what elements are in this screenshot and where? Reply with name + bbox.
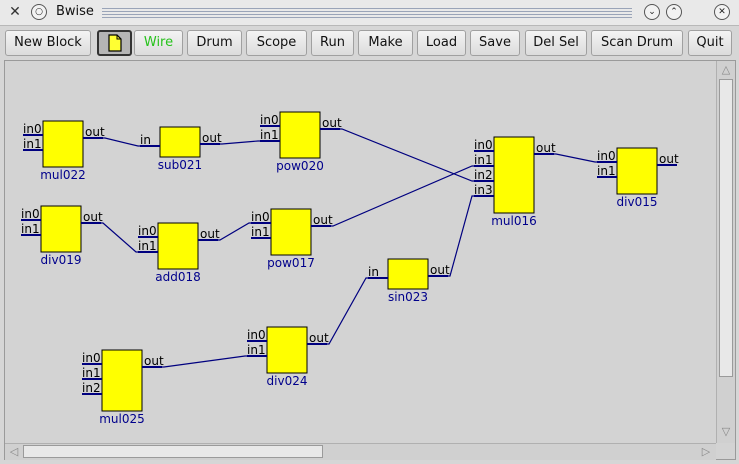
new-file-button[interactable]	[97, 30, 132, 56]
input-pin-label: in1	[23, 137, 42, 151]
save-button[interactable]: Save	[470, 30, 520, 56]
vertical-scroll-thumb[interactable]	[719, 79, 733, 377]
horizontal-scroll-thumb[interactable]	[23, 445, 323, 458]
output-pin-label: out	[430, 263, 450, 277]
input-pin-label: in1	[21, 222, 40, 236]
input-pin-label: in0	[23, 122, 42, 136]
input-pin-label: in0	[21, 207, 40, 221]
toolbar: New Block Wire Drum Scope Run Make Load …	[0, 26, 739, 60]
maximize-icon[interactable]: ⌃	[666, 4, 682, 20]
output-pin-label: out	[202, 131, 222, 145]
block-name: div019	[41, 253, 82, 267]
block-body[interactable]	[159, 126, 201, 158]
block-name: div024	[267, 374, 308, 388]
output-pin-label: out	[659, 152, 679, 166]
block-name: mul025	[99, 412, 145, 426]
output-pin-label: out	[322, 116, 342, 130]
input-pin-label: in1	[597, 164, 616, 178]
input-pin-label: in0	[82, 351, 101, 365]
block-body[interactable]	[493, 136, 535, 214]
output-pin-label: out	[309, 331, 329, 345]
wire-button[interactable]: Wire	[134, 30, 183, 56]
vertical-scrollbar[interactable]: △ ▽	[716, 61, 735, 443]
window-menu-icon[interactable]: ○	[31, 4, 47, 20]
block-body[interactable]	[101, 349, 143, 412]
output-pin-label: out	[83, 210, 103, 224]
scroll-left-icon[interactable]: ◁	[9, 445, 19, 458]
output-pin-label: out	[313, 213, 333, 227]
block-body[interactable]	[387, 258, 429, 290]
wire-pow020-mul016[interactable]	[320, 128, 494, 182]
window-titlebar: ✕ ○ Bwise ⌄ ⌃ ✕	[0, 0, 739, 26]
input-pin-label: in1	[247, 343, 266, 357]
block-name: div015	[617, 195, 658, 209]
close-icon[interactable]: ✕	[714, 4, 730, 20]
scroll-right-icon[interactable]: ▷	[701, 445, 711, 458]
app-menu-icon[interactable]: ✕	[9, 4, 21, 20]
input-pin-label: in0	[251, 210, 270, 224]
scan-drum-button[interactable]: Scan Drum	[591, 30, 683, 56]
quit-button[interactable]: Quit	[688, 30, 732, 56]
input-pin-label: in0	[260, 113, 279, 127]
input-pin-label: in1	[260, 128, 279, 142]
block-name: pow017	[267, 256, 315, 270]
new-file-icon	[107, 34, 122, 52]
block-name: sub021	[158, 158, 202, 172]
window-title: Bwise	[56, 4, 94, 19]
input-pin-label: in1	[82, 366, 101, 380]
input-pin-label: in1	[251, 225, 270, 239]
block-name: mul016	[491, 214, 537, 228]
input-pin-label: in2	[474, 168, 493, 182]
scroll-up-icon[interactable]: △	[721, 63, 731, 76]
horizontal-scrollbar[interactable]: ◁ ▷	[5, 443, 716, 460]
input-pin-label: in1	[138, 239, 157, 253]
input-pin-label: in0	[247, 328, 266, 342]
titlebar-stripes	[102, 8, 632, 18]
input-pin-label: in2	[82, 381, 101, 395]
del-sel-button[interactable]: Del Sel	[525, 30, 587, 56]
input-pin-label: in0	[138, 224, 157, 238]
block-name: add018	[155, 270, 201, 284]
drum-button[interactable]: Drum	[187, 30, 242, 56]
output-pin-label: out	[85, 125, 105, 139]
block-body[interactable]	[40, 205, 82, 253]
block-body[interactable]	[157, 222, 199, 270]
block-body[interactable]	[616, 147, 658, 195]
input-pin-label: in3	[474, 183, 493, 197]
minimize-icon[interactable]: ⌄	[644, 4, 660, 20]
new-block-button[interactable]: New Block	[5, 30, 91, 56]
output-pin-label: out	[200, 227, 220, 241]
scroll-down-icon[interactable]: ▽	[721, 425, 731, 438]
input-pin-label: in0	[597, 149, 616, 163]
make-button[interactable]: Make	[358, 30, 413, 56]
output-pin-label: out	[536, 141, 556, 155]
output-pin-label: out	[144, 354, 164, 368]
block-name: pow020	[276, 159, 324, 173]
load-button[interactable]: Load	[417, 30, 466, 56]
run-button[interactable]: Run	[311, 30, 354, 56]
input-pin-label: in0	[474, 138, 493, 152]
block-name: sin023	[388, 290, 428, 304]
scope-button[interactable]: Scope	[246, 30, 307, 56]
block-body[interactable]	[279, 111, 321, 159]
block-name: mul022	[40, 168, 86, 182]
block-body[interactable]	[270, 208, 312, 256]
input-pin-label: in	[368, 265, 379, 279]
input-pin-label: in	[140, 133, 151, 147]
block-body[interactable]	[266, 326, 308, 374]
block-body[interactable]	[42, 120, 84, 168]
input-pin-label: in1	[474, 153, 493, 167]
